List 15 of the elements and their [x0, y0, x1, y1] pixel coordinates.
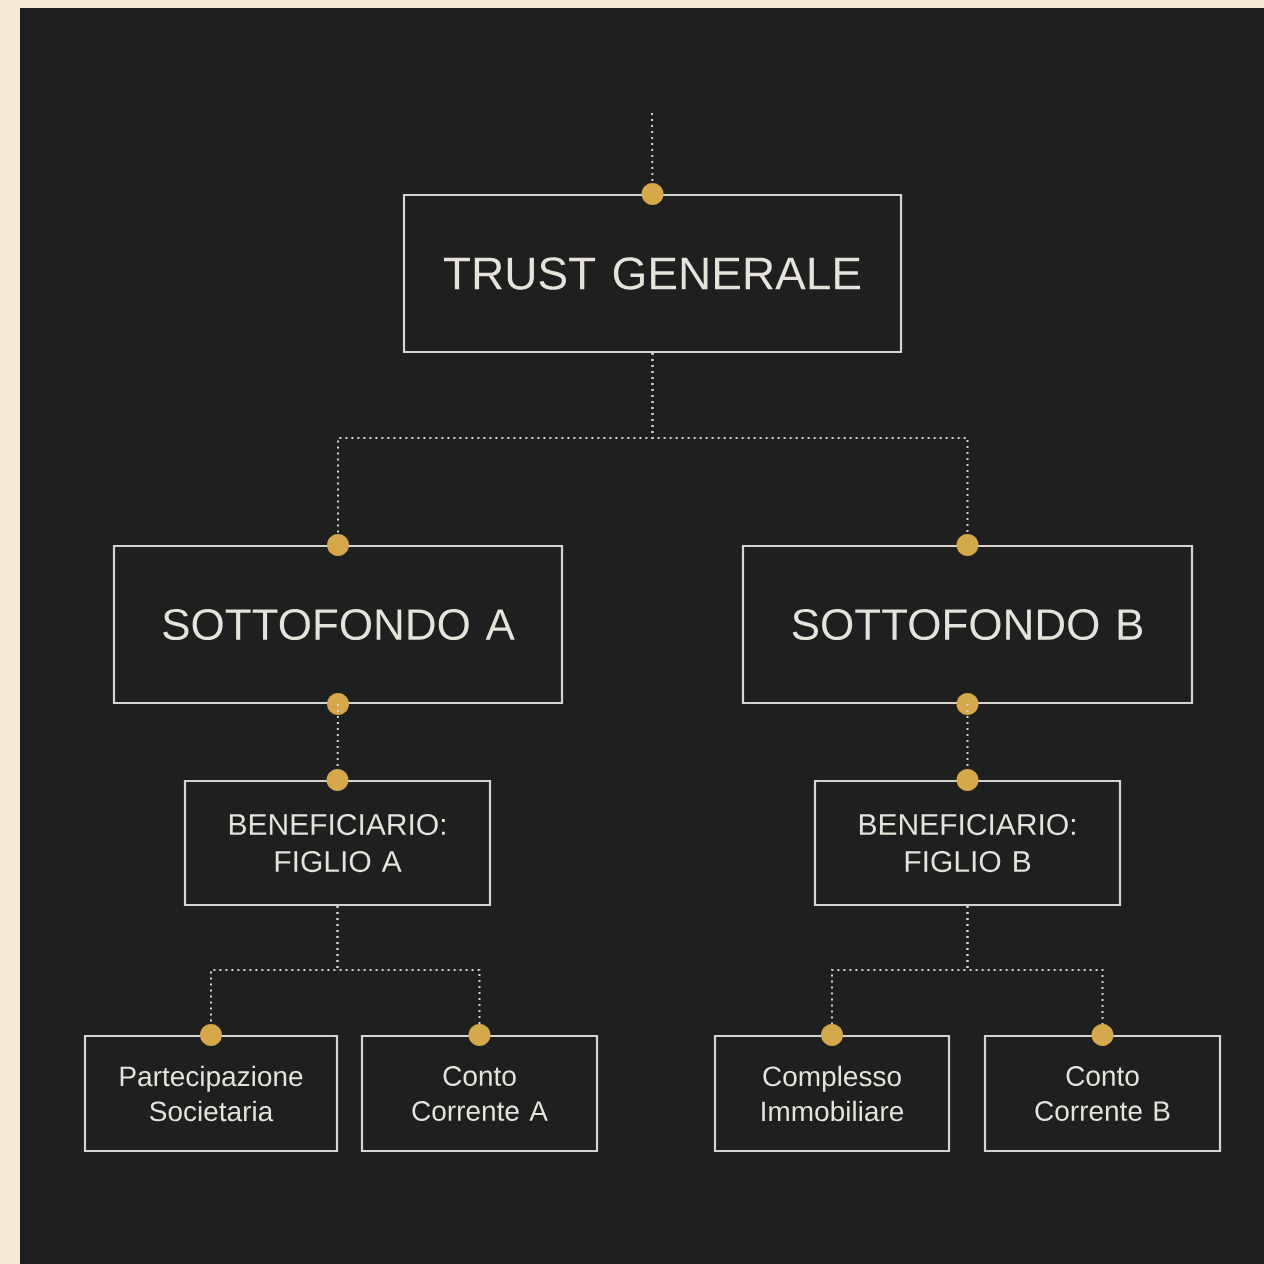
connector [641, 112, 664, 205]
box: TRUST GENERALE [402, 193, 903, 354]
connector [336, 905, 491, 1046]
box: Conto Corrente B [983, 1034, 1222, 1153]
box: SOTTOFONDO B [741, 544, 1194, 705]
connector [966, 905, 1114, 1046]
box: BENEFICIARIO: FIGLIO A [183, 779, 492, 907]
box: BENEFICIARIO: FIGLIO B [813, 779, 1122, 907]
box: Conto Corrente A [360, 1034, 599, 1153]
connector [956, 703, 979, 791]
box: Partecipazione Societaria [83, 1034, 339, 1153]
box: SOTTOFONDO A [112, 544, 564, 705]
connector [651, 352, 979, 556]
box: Complesso Immobiliare [713, 1034, 951, 1153]
connector [326, 703, 349, 791]
